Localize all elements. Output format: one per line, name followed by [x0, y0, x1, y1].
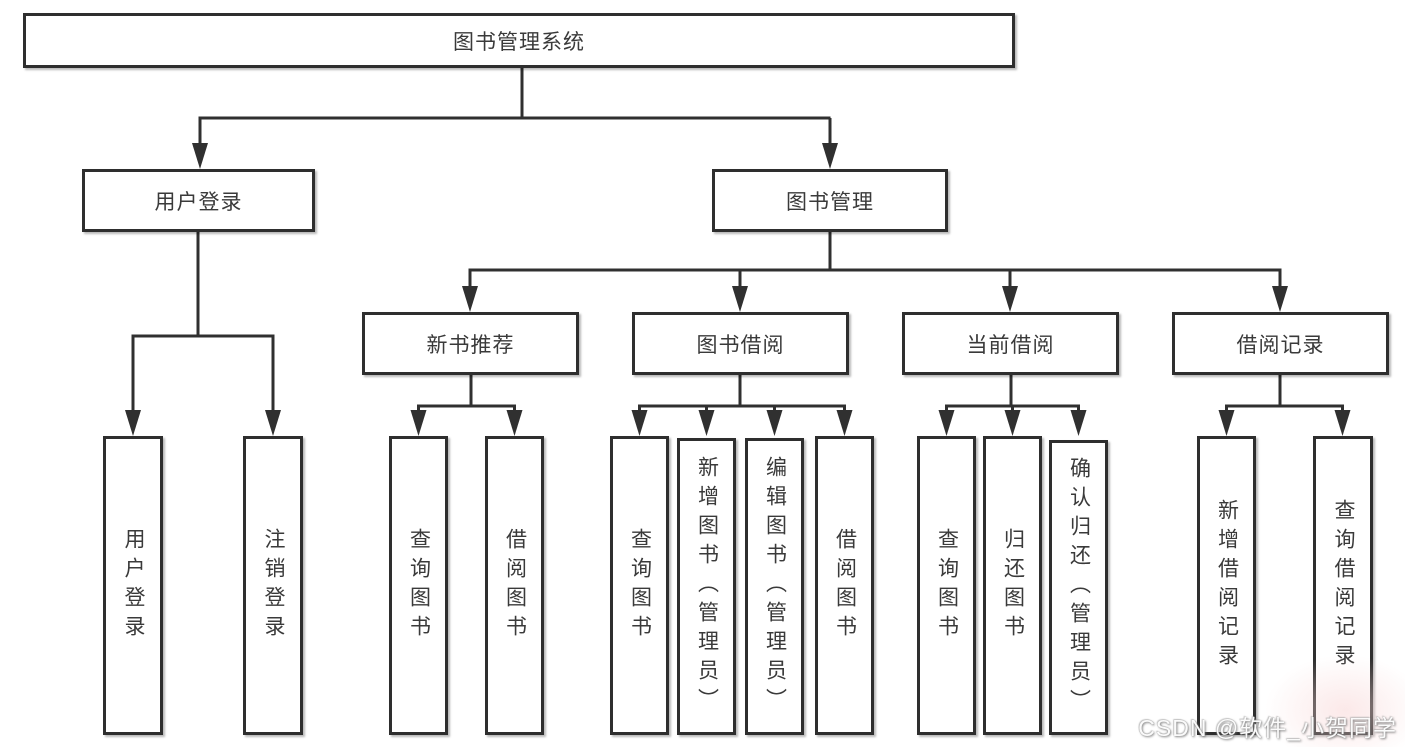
node-label: 借阅图书 [833, 527, 857, 644]
node-label: 当前借阅 [966, 333, 1055, 357]
node-label: 归还图书 [1001, 527, 1025, 644]
leaf-user-login: 用户登录 [103, 436, 163, 735]
node-label: 图书管理系统 [453, 30, 585, 54]
node-book-borrowing: 图书借阅 [632, 312, 849, 375]
leaf-logout: 注销登录 [243, 436, 303, 735]
node-label: 查询图书 [935, 527, 959, 644]
node-label: 编辑图书（管理员） [763, 456, 787, 717]
leaf-edit-books-admin: 编辑图书（管理员） [745, 438, 804, 735]
node-book-management: 图书管理 [712, 169, 948, 232]
node-label: 查询图书 [407, 527, 431, 644]
leaf-query-books-2: 查询图书 [610, 436, 669, 735]
leaf-borrow-books-1: 借阅图书 [485, 436, 544, 735]
csdn-watermark: CSDN @软件_小贺同学 [1138, 715, 1397, 741]
node-label: 借阅记录 [1236, 333, 1325, 357]
node-label: 注销登录 [262, 527, 285, 644]
node-label: 新书推荐 [426, 333, 515, 357]
node-new-book-recommendation: 新书推荐 [362, 312, 579, 375]
node-label: 用户登录 [154, 190, 243, 214]
node-label: 用户登录 [122, 527, 145, 644]
node-library-management-system: 图书管理系统 [23, 13, 1015, 68]
node-label: 确认归还（管理员） [1067, 457, 1091, 718]
node-current-borrowing: 当前借阅 [902, 312, 1119, 375]
leaf-query-borrow-record: 查询借阅记录 [1313, 436, 1373, 735]
node-user-login: 用户登录 [82, 169, 315, 232]
leaf-query-books-1: 查询图书 [389, 436, 448, 735]
node-label: 新增图书（管理员） [695, 456, 719, 717]
leaf-add-books-admin: 新增图书（管理员） [677, 438, 736, 735]
leaf-return-books: 归还图书 [983, 436, 1042, 735]
leaf-borrow-books-2: 借阅图书 [815, 436, 874, 735]
node-label: 查询图书 [628, 527, 652, 644]
node-label: 查询借阅记录 [1332, 498, 1355, 673]
leaf-confirm-return-admin: 确认归还（管理员） [1049, 440, 1108, 735]
node-label: 借阅图书 [503, 527, 527, 644]
node-label: 图书借阅 [696, 333, 785, 357]
node-borrowing-records: 借阅记录 [1172, 312, 1389, 375]
node-label: 新增借阅记录 [1215, 498, 1239, 673]
leaf-query-books-3: 查询图书 [917, 436, 976, 735]
node-label: 图书管理 [786, 190, 874, 214]
leaf-add-borrow-record: 新增借阅记录 [1197, 436, 1256, 735]
